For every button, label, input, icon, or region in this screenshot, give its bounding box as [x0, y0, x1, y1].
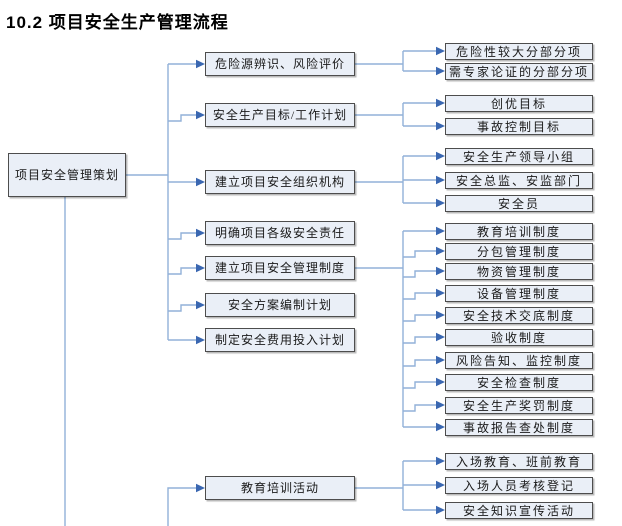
connector-line [403, 336, 437, 344]
connector-line [168, 304, 197, 312]
leaf-node: 风险告知、监控制度 [445, 352, 593, 369]
branch-node: 危险源辨识、风险评价 [205, 52, 355, 76]
connector-line [403, 314, 437, 322]
leaf-node: 安全知识宣传活动 [445, 502, 593, 519]
arrowhead-icon [436, 377, 445, 387]
connector-line [168, 232, 197, 240]
leaf-node: 物资管理制度 [445, 263, 593, 280]
leaf-node: 入场人员考核登记 [445, 477, 593, 494]
arrowhead-icon [196, 263, 205, 273]
connector-line [403, 270, 437, 278]
leaf-node: 分包管理制度 [445, 243, 593, 260]
arrowhead-icon [436, 332, 445, 342]
connector-line [403, 404, 437, 412]
arrowhead-icon [436, 98, 445, 108]
leaf-node: 需专家论证的分部分项 [445, 63, 593, 80]
arrowhead-icon [436, 66, 445, 76]
leaf-node: 安全员 [445, 195, 593, 212]
arrowhead-icon [196, 335, 205, 345]
arrowhead-icon [436, 456, 445, 466]
arrowhead-icon [436, 175, 445, 185]
root-node: 项目安全管理策划 [8, 153, 126, 197]
arrowhead-icon [196, 110, 205, 120]
branch-node: 安全生产目标/工作计划 [205, 103, 355, 127]
branch-node: 安全方案编制计划 [205, 293, 355, 317]
arrowhead-icon [196, 177, 205, 187]
connector-line [168, 267, 197, 275]
branch-node: 明确项目各级安全责任 [205, 221, 355, 245]
arrowhead-icon [436, 121, 445, 131]
leaf-node: 教育培训制度 [445, 223, 593, 240]
connector-line [168, 114, 197, 122]
arrowhead-icon [196, 300, 205, 310]
arrowhead-icon [436, 505, 445, 515]
connector-line [403, 250, 437, 258]
leaf-node: 事故控制目标 [445, 118, 593, 135]
leaf-node: 创优目标 [445, 95, 593, 112]
arrowhead-icon [196, 483, 205, 493]
leaf-node: 危险性较大分部分项 [445, 43, 593, 60]
arrowhead-icon [436, 310, 445, 320]
connector-line [403, 359, 437, 367]
leaf-node: 验收制度 [445, 329, 593, 346]
arrowhead-icon [436, 151, 445, 161]
connector-line [403, 381, 437, 389]
leaf-node: 安全生产领导小组 [445, 148, 593, 165]
arrowhead-icon [436, 288, 445, 298]
arrowhead-icon [436, 198, 445, 208]
arrowhead-icon [436, 246, 445, 256]
leaf-node: 安全生产奖罚制度 [445, 397, 593, 414]
arrowhead-icon [436, 226, 445, 236]
arrowhead-icon [196, 228, 205, 238]
arrowhead-icon [436, 266, 445, 276]
arrowhead-icon [436, 422, 445, 432]
bottom-branch-line [167, 487, 197, 526]
branch-node: 建立项目安全管理制度 [205, 256, 355, 280]
leaf-node: 安全技术交底制度 [445, 307, 593, 324]
arrowhead-icon [436, 400, 445, 410]
leaf-node: 入场教育、班前教育 [445, 453, 593, 470]
arrowhead-icon [196, 59, 205, 69]
leaf-node: 安全总监、安监部门 [445, 172, 593, 189]
arrowhead-icon [436, 480, 445, 490]
leaf-node: 设备管理制度 [445, 285, 593, 302]
arrowhead-icon [436, 46, 445, 56]
branch-node: 教育培训活动 [205, 476, 355, 500]
connector-line [403, 292, 437, 300]
section-title: 10.2 项目安全生产管理流程 [6, 13, 229, 32]
leaf-node: 事故报告查处制度 [445, 419, 593, 436]
branch-node: 建立项目安全组织机构 [205, 170, 355, 194]
leaf-node: 安全检查制度 [445, 374, 593, 391]
arrowhead-icon [436, 355, 445, 365]
branch-node: 制定安全费用投入计划 [205, 328, 355, 352]
